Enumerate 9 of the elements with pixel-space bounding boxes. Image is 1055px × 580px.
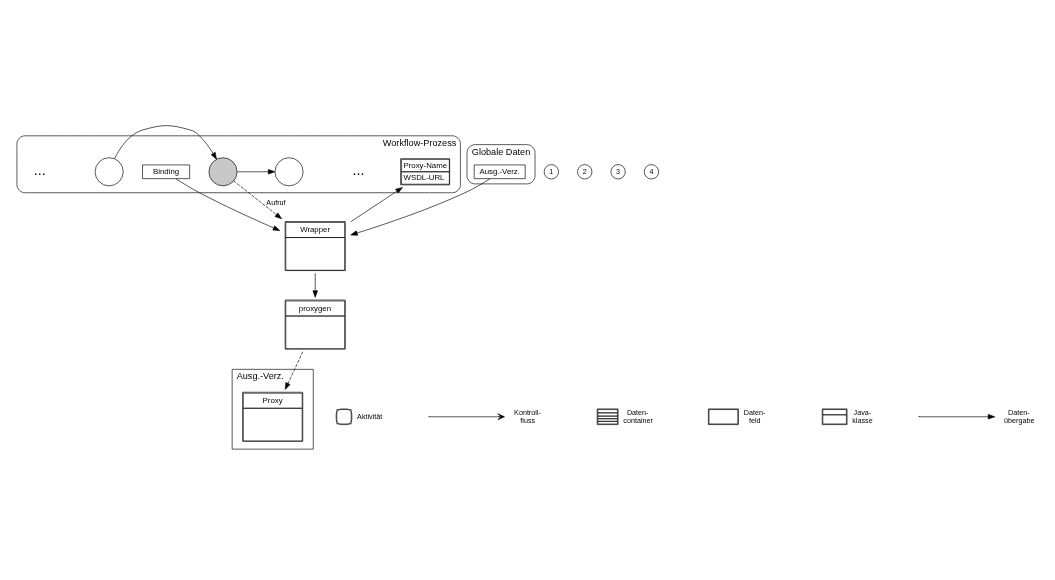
legend-label: Kontroll- fluss (514, 407, 541, 425)
legend-label: Daten- übergabe (1004, 407, 1035, 425)
label: ... (352, 162, 365, 179)
legend-label: Daten- container (623, 407, 653, 425)
edge-label: Aufruf (266, 198, 286, 208)
legend-label: Daten- feld (743, 407, 766, 425)
legend-label: Aktivität (357, 411, 383, 421)
legend-label: Java- klasse (852, 407, 873, 425)
label: ... (33, 162, 46, 179)
